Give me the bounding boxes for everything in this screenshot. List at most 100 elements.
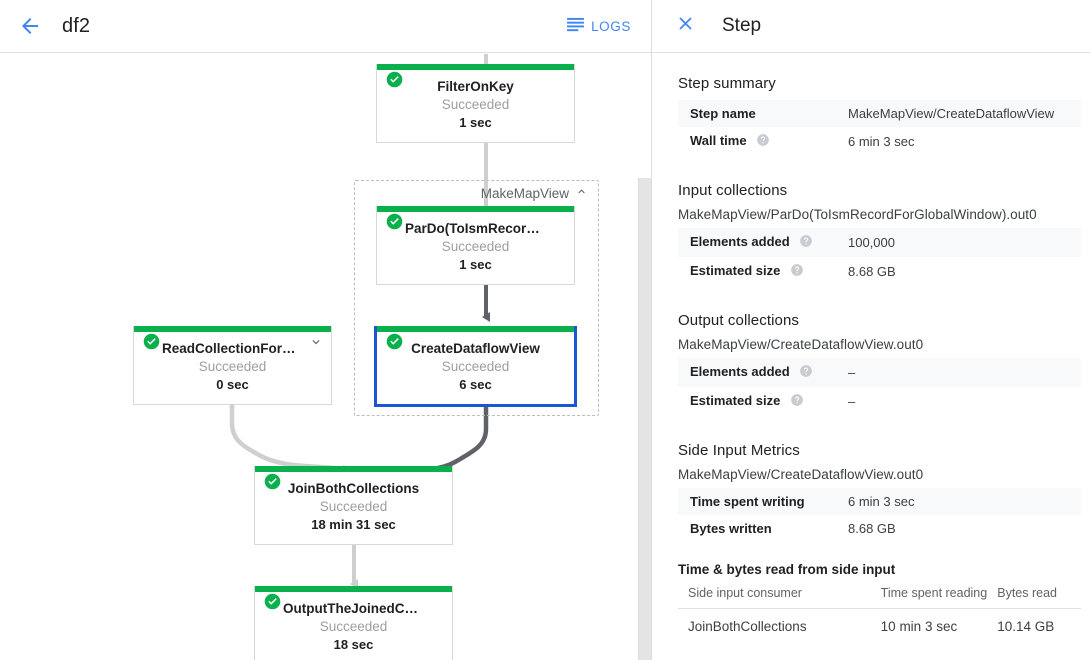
side-input-metrics-table: Time spent writing 6 min 3 sec Bytes wri…: [678, 488, 1081, 542]
table-row: Time spent writing 6 min 3 sec: [678, 488, 1081, 515]
column-header-time[interactable]: Time spent reading: [880, 579, 998, 609]
cell-bytes: 10.14 GB: [997, 619, 1055, 634]
help-icon[interactable]: [790, 393, 804, 410]
job-header-bar: df2 LOGS: [0, 0, 651, 53]
page-title: df2: [62, 14, 91, 37]
node-status: Succeeded: [441, 359, 510, 374]
side-input-metrics-heading: Side Input Metrics: [678, 442, 800, 459]
graph-node-create-dataflow-view[interactable]: CreateDataflowView Succeeded 6 sec: [374, 326, 577, 407]
step-summary-table: Step name MakeMapView/CreateDataflowView…: [678, 100, 1081, 156]
side-input-read-title: Time & bytes read from side input: [678, 562, 896, 577]
side-input-collection-name: MakeMapView/CreateDataflowView.out0: [678, 467, 924, 482]
close-icon: [675, 13, 696, 39]
composite-label[interactable]: MakeMapView: [481, 185, 588, 201]
step-panel-body: Step summary Step name MakeMapView/Creat…: [652, 53, 1090, 644]
back-button[interactable]: [10, 6, 50, 46]
node-title: CreateDataflowView: [411, 341, 540, 356]
table-row[interactable]: JoinBothCollections 10 min 3 sec 10.14 G…: [678, 609, 1081, 645]
row-key-label: Estimated size: [690, 263, 781, 278]
row-value: 8.68 GB: [848, 264, 896, 279]
node-status-bar: [377, 206, 574, 212]
row-key: Elements added: [678, 228, 848, 257]
row-key: Wall time: [678, 127, 848, 156]
composite-transform-makemapview[interactable]: MakeMapView: [354, 180, 599, 416]
table-row: Step name MakeMapView/CreateDataflowView: [678, 100, 1081, 127]
row-key: Bytes written: [678, 515, 848, 542]
node-title: OutputTheJoinedCollec…: [283, 601, 449, 616]
chevron-up-icon[interactable]: [575, 185, 588, 201]
node-duration: 6 sec: [459, 377, 492, 392]
row-value: –: [848, 394, 856, 409]
canvas-scrollbar-thumb[interactable]: [638, 178, 651, 660]
row-key-label: Time spent writing: [690, 494, 805, 509]
check-circle-icon: [264, 473, 281, 490]
canvas-vertical-scrollbar[interactable]: [638, 54, 651, 660]
close-button[interactable]: [670, 11, 700, 41]
row-key: Time spent writing: [678, 488, 848, 515]
row-value: MakeMapView/CreateDataflowView: [848, 100, 1081, 127]
graph-node-output-the-joined-collection[interactable]: OutputTheJoinedCollec… Succeeded 18 sec: [254, 586, 453, 660]
side-input-read-table: Side input consumer Time spent reading B…: [678, 579, 1081, 644]
row-key-label: Wall time: [690, 133, 747, 148]
table-row: Estimated size –: [678, 387, 1081, 416]
node-status-bar: [134, 326, 331, 332]
node-status: Succeeded: [198, 359, 267, 374]
node-status-bar: [255, 586, 452, 592]
node-body: FilterOnKey Succeeded 1 sec: [377, 70, 574, 142]
table-row: Wall time 6 min 3 sec: [678, 127, 1081, 156]
node-duration: 18 min 31 sec: [311, 517, 396, 532]
node-duration: 1 sec: [459, 257, 492, 272]
row-value: 100,000: [848, 228, 1081, 257]
node-body: ReadCollectionForJoin Succeeded 0 sec: [134, 332, 331, 404]
step-summary-heading: Step summary: [678, 75, 776, 92]
node-status: Succeeded: [319, 619, 388, 634]
help-icon[interactable]: [799, 364, 813, 381]
column-header-consumer[interactable]: Side input consumer: [678, 579, 881, 609]
graph-node-join-both-collections[interactable]: JoinBothCollections Succeeded 18 min 31 …: [254, 466, 453, 545]
check-circle-icon: [386, 71, 403, 88]
logs-button-label: LOGS: [591, 18, 631, 34]
check-circle-icon: [143, 333, 160, 350]
row-key-label: Elements added: [690, 234, 790, 249]
row-key-label: Estimated size: [690, 393, 781, 408]
composite-label-text: MakeMapView: [480, 185, 569, 201]
help-icon[interactable]: [756, 133, 770, 150]
output-collection-name: MakeMapView/CreateDataflowView.out0: [678, 337, 924, 352]
node-body: ParDo(ToIsmRecordFor… Succeeded 1 sec: [377, 212, 574, 284]
row-value: 6 min 3 sec: [848, 134, 915, 149]
graph-node-filter-on-key[interactable]: FilterOnKey Succeeded 1 sec: [376, 64, 575, 143]
node-body: OutputTheJoinedCollec… Succeeded 18 sec: [255, 592, 452, 660]
cell-time: 10 min 3 sec: [880, 619, 958, 634]
output-collections-table: Elements added – Estimated size: [678, 358, 1081, 416]
row-value: –: [848, 358, 1081, 387]
job-graph-pane: df2 LOGS: [0, 0, 652, 660]
node-status: Succeeded: [441, 97, 510, 112]
cell-consumer: JoinBothCollections: [688, 619, 807, 634]
table-header-row: Side input consumer Time spent reading B…: [678, 579, 1081, 609]
row-value: 8.68 GB: [848, 521, 896, 536]
node-status-bar: [377, 326, 574, 332]
node-title: JoinBothCollections: [287, 481, 420, 496]
chevron-down-icon[interactable]: [309, 335, 323, 349]
logs-button[interactable]: LOGS: [563, 11, 635, 41]
help-icon[interactable]: [799, 234, 813, 251]
table-row: Elements added 100,000: [678, 228, 1081, 257]
step-details-pane: Step Step summary Step name MakeMapView/…: [652, 0, 1090, 660]
node-body: JoinBothCollections Succeeded 18 min 31 …: [255, 472, 452, 544]
job-graph-canvas[interactable]: MakeMapView: [0, 54, 651, 660]
table-row: Estimated size 8.68 GB: [678, 257, 1081, 286]
row-value: 6 min 3 sec: [848, 488, 1081, 515]
graph-node-read-collection-for-join[interactable]: ReadCollectionForJoin Succeeded 0 sec: [133, 326, 332, 405]
help-icon[interactable]: [790, 263, 804, 280]
row-key: Estimated size: [678, 387, 848, 416]
check-circle-icon: [386, 333, 403, 350]
node-status-bar: [377, 64, 574, 70]
column-header-bytes[interactable]: Bytes read: [997, 579, 1081, 609]
graph-node-pardo-toismrecord[interactable]: ParDo(ToIsmRecordFor… Succeeded 1 sec: [376, 206, 575, 285]
list-icon: [567, 17, 585, 35]
step-panel-header: Step: [652, 0, 1090, 53]
input-collections-table: Elements added 100,000 Estimated size: [678, 228, 1081, 286]
row-key-label: Bytes written: [690, 521, 772, 536]
node-title: ReadCollectionForJoin: [162, 341, 310, 356]
